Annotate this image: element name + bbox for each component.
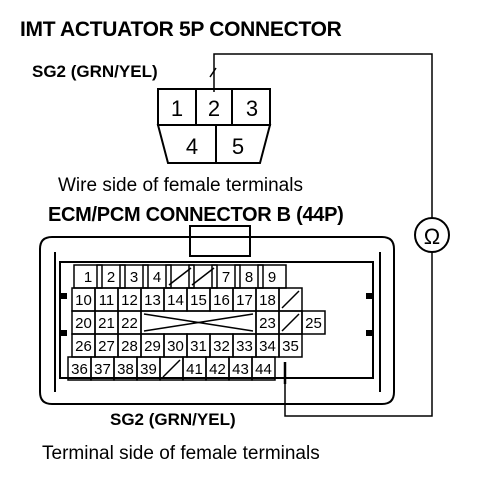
imt-pin-3: 3 bbox=[246, 96, 258, 121]
top-wire-label: SG2 (GRN/YEL) bbox=[32, 62, 158, 81]
unused-terminal-mark bbox=[168, 267, 192, 286]
ecm-pin-1: 1 bbox=[84, 269, 92, 286]
ecm-pin-37: 37 bbox=[94, 361, 111, 378]
ohmmeter-icon bbox=[414, 217, 450, 253]
imt-bottom-row-frame bbox=[156, 124, 272, 164]
ecm-pin-2: 2 bbox=[107, 269, 115, 286]
ecm-pin-23: 23 bbox=[259, 315, 276, 332]
housing-outer bbox=[39, 236, 395, 405]
imt-pin-1: 1 bbox=[171, 96, 183, 121]
bottom-probe-lead bbox=[284, 252, 433, 417]
ecm-pin-42: 42 bbox=[209, 361, 226, 378]
top-probe-lead bbox=[213, 53, 433, 218]
bottom-connector-caption: Terminal side of female terminals bbox=[42, 443, 320, 464]
ecm-pin-25: 25 bbox=[305, 315, 322, 332]
ecm-cell bbox=[301, 310, 326, 335]
ecm-pin-29: 29 bbox=[144, 338, 161, 355]
unused-terminal-mark bbox=[281, 290, 300, 309]
ecm-pin-22: 22 bbox=[121, 315, 138, 332]
ecm-pin-21: 21 bbox=[98, 315, 115, 332]
ecm-pin-27: 27 bbox=[98, 338, 115, 355]
wire-label-leader bbox=[209, 67, 217, 78]
ecm-pin-33: 33 bbox=[236, 338, 253, 355]
ecm-pin-41: 41 bbox=[186, 361, 203, 378]
ecm-pin-36: 36 bbox=[71, 361, 88, 378]
ecm-pin-34: 34 bbox=[259, 338, 276, 355]
ecm-pin-28: 28 bbox=[121, 338, 138, 355]
ecm-pin-26: 26 bbox=[75, 338, 92, 355]
test-leads bbox=[209, 53, 433, 417]
ecm-pin-20: 20 bbox=[75, 315, 92, 332]
ecm-pin-39: 39 bbox=[140, 361, 157, 378]
bottom-wire-label: SG2 (GRN/YEL) bbox=[110, 410, 236, 429]
ecm-pin-9: 9 bbox=[268, 269, 276, 286]
unused-terminal-mark bbox=[162, 359, 181, 378]
ecm-connector-title: ECM/PCM CONNECTOR B (44P) bbox=[48, 204, 344, 226]
ecm-pin-32: 32 bbox=[213, 338, 230, 355]
ecm-pin-10: 10 bbox=[75, 292, 92, 309]
housing-key bbox=[189, 225, 251, 238]
ecm-pin-11: 11 bbox=[99, 292, 115, 309]
ohm-symbol: Ω bbox=[424, 224, 440, 249]
ecm-cell bbox=[251, 356, 276, 381]
ohmmeter: Ω bbox=[414, 217, 450, 253]
imt-pin-4: 4 bbox=[186, 134, 198, 159]
ecm-pin-4: 4 bbox=[153, 269, 161, 286]
ecm-pin-30: 30 bbox=[167, 338, 184, 355]
ecm-pin-43: 43 bbox=[232, 361, 249, 378]
imt-connector-title: IMT ACTUATOR 5P CONNECTOR bbox=[20, 18, 342, 41]
imt-pin-2: 2 bbox=[208, 96, 220, 121]
ecm-pin-3: 3 bbox=[130, 269, 138, 286]
ecm-pin-18: 18 bbox=[259, 292, 276, 309]
ecm-pin-7: 7 bbox=[222, 269, 230, 286]
ecm-pin-16: 16 bbox=[213, 292, 230, 309]
unused-terminal-mark bbox=[191, 267, 215, 286]
ecm-pin-14: 14 bbox=[167, 292, 184, 309]
unused-terminal-mark bbox=[281, 313, 300, 332]
ecm-44p-housing bbox=[39, 225, 395, 405]
ecm-pin-31: 31 bbox=[190, 338, 207, 355]
ecm-pin-35: 35 bbox=[282, 338, 299, 355]
blocked-terminals-mark bbox=[143, 313, 254, 332]
ecm-pin-8: 8 bbox=[245, 269, 253, 286]
imt-pin-5: 5 bbox=[232, 134, 244, 159]
ecm-cell bbox=[278, 333, 303, 358]
ecm-pin-12: 12 bbox=[121, 292, 138, 309]
ecm-pin-15: 15 bbox=[190, 292, 207, 309]
ecm-pin-38: 38 bbox=[117, 361, 134, 378]
ecm-pin-44: 44 bbox=[255, 361, 272, 378]
housing-inner bbox=[59, 261, 374, 379]
top-connector-caption: Wire side of female terminals bbox=[58, 175, 303, 196]
ecm-pin-17: 17 bbox=[236, 292, 253, 309]
ecm-pin-13: 13 bbox=[144, 292, 161, 309]
housing-latches bbox=[61, 293, 372, 336]
